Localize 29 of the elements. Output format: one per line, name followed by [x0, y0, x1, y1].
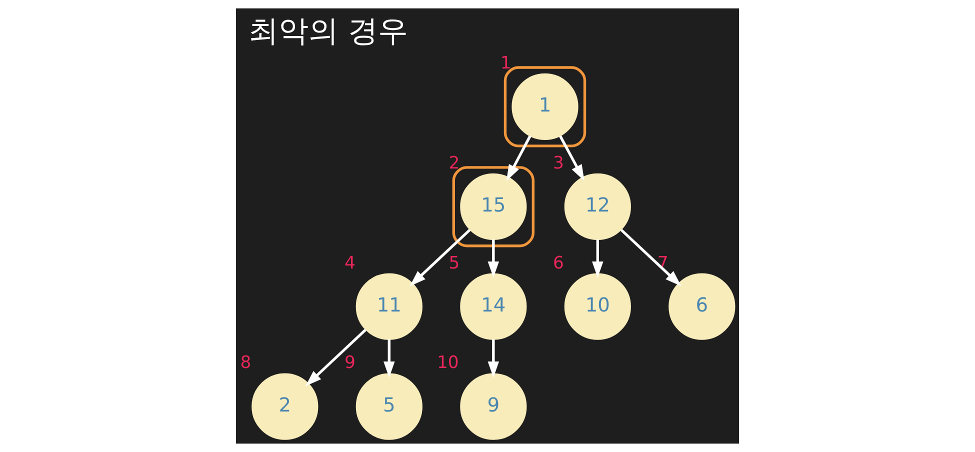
arrow — [559, 135, 584, 181]
arrow — [592, 240, 604, 278]
node-label: 1 — [500, 53, 512, 74]
arrow — [488, 339, 500, 378]
arrow — [620, 228, 682, 286]
node-circle: 6 — [668, 273, 736, 340]
arrow — [488, 240, 500, 278]
node-circle: 14 — [460, 273, 527, 340]
node-circle: 11 — [356, 273, 422, 340]
node-circle: 1 — [512, 73, 578, 140]
node-circle: 15 — [460, 173, 527, 240]
node-label: 3 — [553, 153, 564, 174]
node-label: 5 — [448, 253, 460, 274]
node-label: 2 — [448, 153, 460, 174]
arrow — [410, 228, 471, 286]
node-label: 10 — [436, 353, 459, 374]
diagram-title: 최악의 경우 — [248, 14, 408, 50]
node-circle: 12 — [564, 173, 631, 240]
arrow — [306, 328, 366, 386]
node-circle: 10 — [564, 273, 631, 340]
node-label: 6 — [553, 253, 564, 274]
node-circle: 9 — [460, 373, 527, 440]
arrow — [384, 339, 395, 378]
arrow — [506, 135, 532, 181]
node-label: 4 — [344, 253, 356, 274]
node-label: 9 — [344, 353, 356, 374]
node-circle: 2 — [252, 373, 318, 440]
node-label: 8 — [240, 353, 252, 374]
node-circle: 5 — [356, 373, 422, 440]
